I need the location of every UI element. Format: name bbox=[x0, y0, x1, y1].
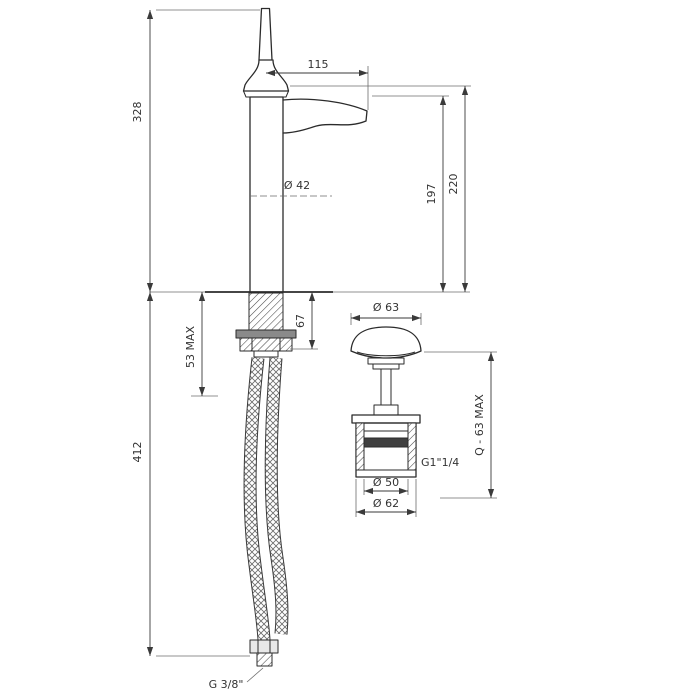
dim-spout-height: 197 bbox=[372, 95, 449, 292]
waste-washer-2 bbox=[372, 363, 400, 370]
faucet-front-view bbox=[150, 7, 470, 667]
popup-waste-view bbox=[350, 326, 422, 478]
mixer-lever-handle bbox=[242, 7, 290, 98]
fitting-thread bbox=[256, 652, 273, 667]
dim-hose-length: 412 bbox=[131, 292, 250, 657]
fitting-nut bbox=[249, 639, 279, 654]
waste-body bbox=[351, 414, 421, 478]
supply-hoses bbox=[243, 357, 289, 641]
dim-waste-pipe-diameter: Ø 50 bbox=[363, 476, 409, 495]
mounting-nut bbox=[239, 337, 293, 352]
handle-base bbox=[243, 90, 289, 98]
dim-waste-flange-diameter-label: Ø 62 bbox=[373, 497, 399, 510]
dim-total-height-label: 328 bbox=[131, 102, 144, 123]
hose-thread-label: G 3/8" bbox=[209, 678, 244, 691]
dim-spout-reach-label: 115 bbox=[308, 58, 329, 71]
leader-line bbox=[246, 667, 264, 683]
threaded-shank bbox=[248, 292, 284, 331]
waste-cap-rim-line bbox=[356, 351, 416, 357]
mixer-spout bbox=[282, 98, 368, 134]
lever-flare bbox=[242, 59, 290, 92]
dim-body-diameter: Ø 42 bbox=[250, 179, 332, 197]
dim-spout-reach: 115 bbox=[266, 58, 369, 110]
lever-stick bbox=[258, 7, 273, 61]
dim-waste-depth-max: Q - 63 MAX bbox=[424, 351, 497, 499]
waste-stem-rod bbox=[380, 368, 392, 406]
dim-body-diameter-label: Ø 42 bbox=[284, 179, 310, 192]
dim-body-height: 220 bbox=[290, 85, 471, 292]
dim-spout-height-label: 197 bbox=[425, 184, 438, 205]
waste-wall-right bbox=[407, 422, 417, 471]
callout-waste-thread: G1"1/4 bbox=[421, 456, 459, 469]
deck-line bbox=[150, 291, 470, 397]
dim-waste-pipe-diameter-label: Ø 50 bbox=[373, 476, 399, 489]
waste-seal-band bbox=[363, 437, 409, 448]
spout-outline bbox=[282, 98, 368, 134]
dim-total-height: 328 bbox=[131, 9, 260, 292]
dim-deck-max: 53 MAX bbox=[184, 292, 206, 396]
waste-flange bbox=[351, 414, 421, 424]
hose-end-fitting bbox=[249, 639, 279, 667]
body-column bbox=[249, 96, 284, 293]
dim-waste-cap-diameter: Ø 63 bbox=[350, 301, 422, 325]
dim-waste-flange-diameter: Ø 62 bbox=[355, 479, 417, 517]
dim-shank-length-label: 67 bbox=[294, 314, 307, 328]
hose-right bbox=[265, 357, 288, 635]
dimensions: 115 328 197 220 Ø 42 67 53 M bbox=[131, 9, 497, 691]
waste-thread-label: G1"1/4 bbox=[421, 456, 459, 469]
hose-left bbox=[244, 357, 270, 641]
dim-shank-length: 67 bbox=[290, 292, 318, 350]
waste-stem-nut bbox=[373, 404, 399, 416]
dim-hose-length-label: 412 bbox=[131, 442, 144, 463]
mounting-washer bbox=[235, 329, 297, 339]
dim-deck-max-label: 53 MAX bbox=[184, 326, 197, 369]
waste-washer-1 bbox=[367, 357, 405, 365]
waste-wall-left bbox=[355, 422, 365, 471]
waste-stem bbox=[367, 357, 405, 416]
waste-cap bbox=[350, 326, 422, 359]
dim-waste-cap-diameter-label: Ø 63 bbox=[373, 301, 399, 314]
waste-cap-dome bbox=[350, 326, 422, 359]
callout-hose-thread: G 3/8" bbox=[209, 667, 264, 691]
dim-waste-depth-max-label: Q - 63 MAX bbox=[473, 394, 486, 456]
hose-adapter bbox=[253, 350, 279, 358]
mounting-assembly bbox=[235, 292, 297, 358]
mixer-body bbox=[249, 96, 284, 293]
dim-body-height-label: 220 bbox=[447, 174, 460, 195]
